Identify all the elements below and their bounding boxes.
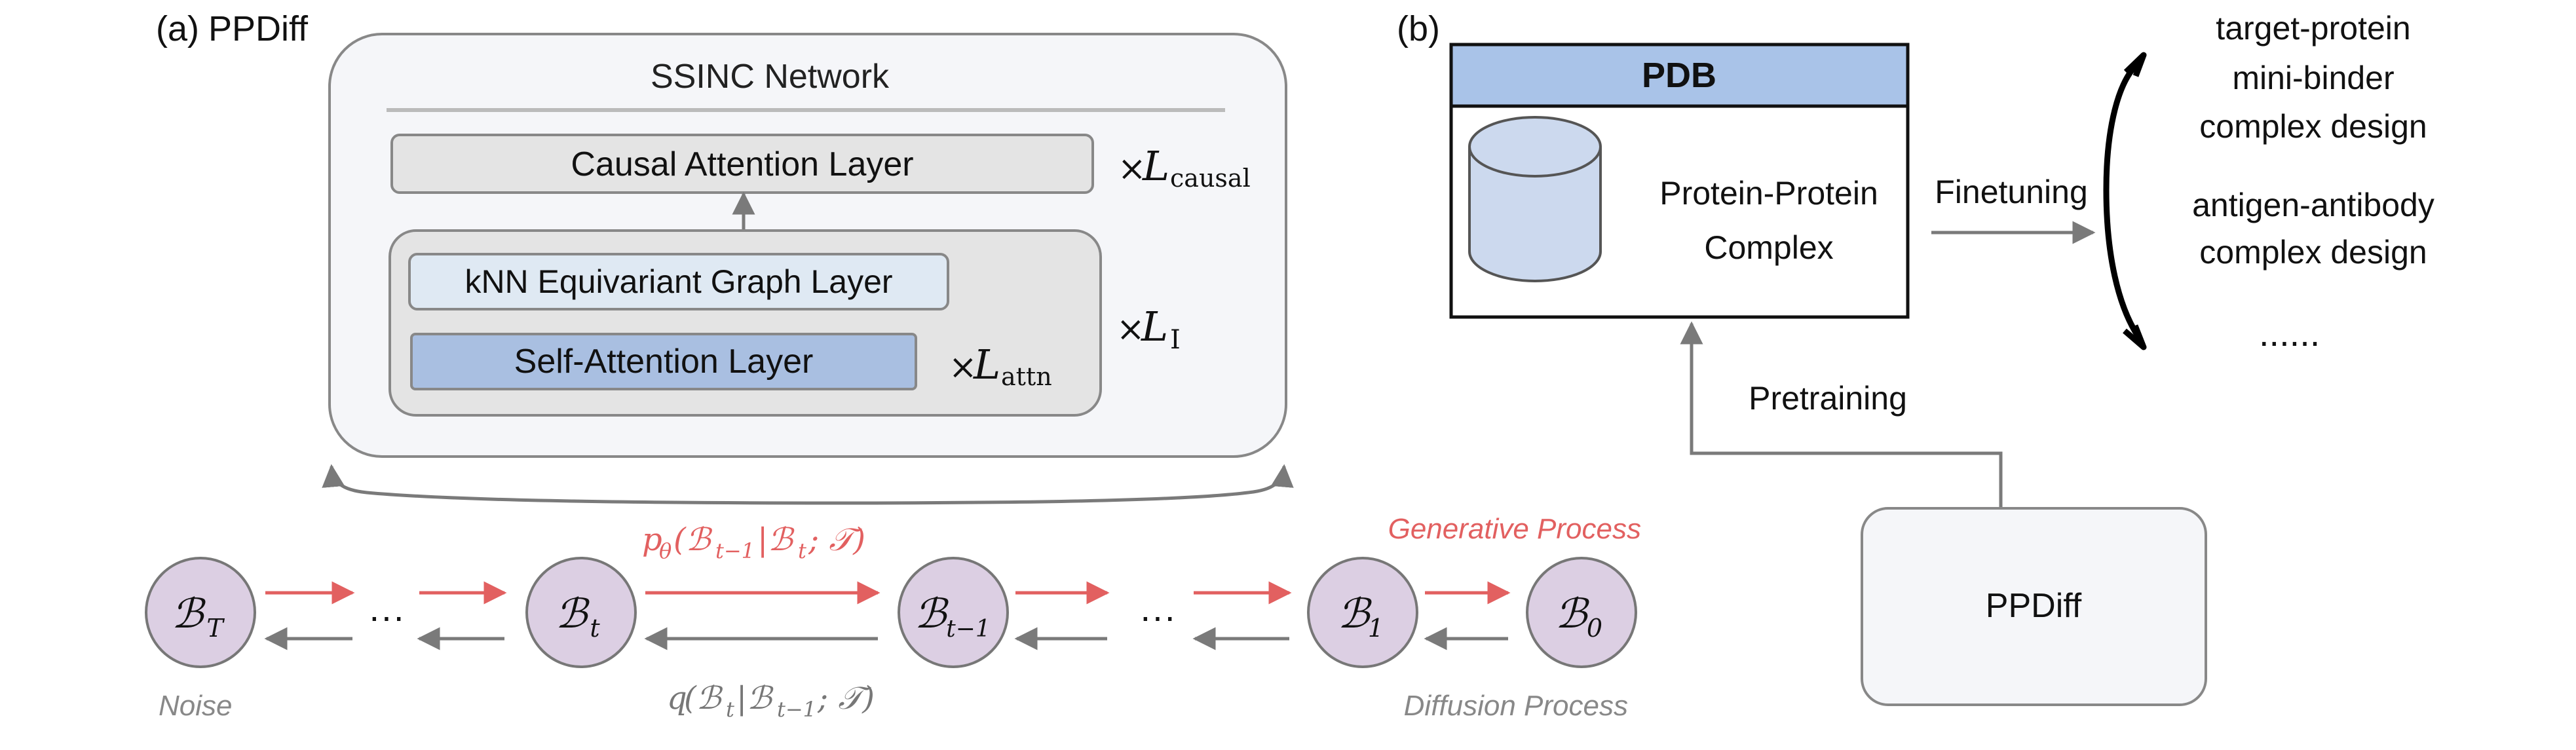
svg-text:(ℬ: (ℬ xyxy=(684,680,723,717)
pdb-title: PDB xyxy=(1642,56,1716,95)
svg-text:; 𝒯): ; 𝒯) xyxy=(808,521,865,558)
svg-text:θ: θ xyxy=(659,538,672,563)
causal-attention-label: Causal Attention Layer xyxy=(571,145,913,183)
ssinc-network-title: SSINC Network xyxy=(651,58,890,96)
chain-node-b1: ℬ 1 xyxy=(1307,557,1418,668)
generative-process-label: Generative Process xyxy=(1388,513,1641,545)
attn-multiplier: × L attn xyxy=(949,341,1052,391)
svg-text:1: 1 xyxy=(1368,614,1384,643)
chain-node-bt-minus-1: ℬ t−1 xyxy=(898,557,1009,668)
noise-label: Noise xyxy=(159,690,233,722)
svg-text:L: L xyxy=(1142,142,1169,190)
svg-text:t: t xyxy=(798,538,806,563)
complex-label-line1: Protein-Protein xyxy=(1659,175,1878,212)
chain-node-bT: ℬ T xyxy=(145,557,256,668)
output-3-ellipsis: ...... xyxy=(2259,312,2320,354)
complex-label-line2: Complex xyxy=(1704,229,1833,266)
svg-text:t: t xyxy=(726,697,734,722)
svg-text:|ℬ: |ℬ xyxy=(736,680,774,717)
svg-text:ℬ: ℬ xyxy=(1555,590,1590,637)
output-2-line1: antigen-antibody xyxy=(2192,187,2434,223)
ppdiff-box xyxy=(1861,507,2207,706)
output-2-line2: complex design xyxy=(2199,234,2427,271)
svg-text:q: q xyxy=(667,680,687,717)
svg-text:ℬ: ℬ xyxy=(556,590,590,637)
diffusion-formula: q (ℬ t |ℬ t−1 ; 𝒯) xyxy=(667,680,875,722)
chain-ellipsis-left: ··· xyxy=(368,595,405,637)
panel-a-label: (a) xyxy=(156,9,199,48)
output-1-line1: target-protein xyxy=(2216,10,2410,47)
panel-b: (b) PDB Protein-Protein Complex Finetuni… xyxy=(1397,9,2434,706)
output-1-line3: complex design xyxy=(2199,108,2427,145)
pretraining-label: Pretraining xyxy=(1749,380,1907,417)
svg-text:T: T xyxy=(206,614,225,643)
pretraining-arrow xyxy=(1680,321,2003,508)
diffusion-process-label: Diffusion Process xyxy=(1404,690,1628,722)
chain-ellipsis-right: ··· xyxy=(1139,595,1176,637)
generative-formula: p θ (ℬ t−1 |ℬ t ; 𝒯) xyxy=(642,521,865,563)
causal-multiplier: × L causal xyxy=(1118,142,1251,193)
pdb-header xyxy=(1449,43,1910,108)
svg-text:ℬ: ℬ xyxy=(1338,590,1373,637)
output-arrowhead-top xyxy=(2123,52,2147,77)
svg-text:I: I xyxy=(1170,325,1181,355)
chain-node-b0: ℬ 0 xyxy=(1526,557,1637,668)
svg-text:t−1: t−1 xyxy=(946,616,991,643)
svg-text:|ℬ: |ℬ xyxy=(757,521,795,558)
self-attention-layer xyxy=(410,333,917,390)
knn-graph-label: kNN Equivariant Graph Layer xyxy=(464,263,892,300)
output-bracket xyxy=(2103,58,2144,343)
loop-arrow-left xyxy=(322,464,833,505)
svg-text:(ℬ: (ℬ xyxy=(673,521,713,558)
svg-text:attn: attn xyxy=(1001,362,1052,391)
finetuning-label: Finetuning xyxy=(1935,174,2088,210)
svg-text:t−1: t−1 xyxy=(777,697,816,722)
output-arrowhead-bottom xyxy=(2123,324,2147,350)
svg-text:causal: causal xyxy=(1170,164,1251,193)
loop-arrow-right xyxy=(831,464,1294,505)
knn-graph-layer xyxy=(408,253,949,310)
panel-b-label: (b) xyxy=(1397,9,1440,48)
interaction-multiplier: × L I xyxy=(1116,303,1181,355)
output-1-line2: mini-binder xyxy=(2232,60,2394,96)
svg-text:×: × xyxy=(1116,310,1145,349)
svg-text:ℬ: ℬ xyxy=(915,590,949,637)
ppdiff-box-label: PPDiff xyxy=(1986,587,2082,625)
svg-text:0: 0 xyxy=(1587,614,1602,643)
svg-text:; 𝒯): ; 𝒯) xyxy=(817,680,875,717)
svg-text:t: t xyxy=(590,614,600,643)
svg-text:p: p xyxy=(642,521,662,558)
svg-text:×: × xyxy=(1118,149,1146,189)
svg-text:×: × xyxy=(949,348,977,387)
panel-a: (a) PPDiff SSINC Network Causal Attentio… xyxy=(145,9,1641,722)
svg-text:L: L xyxy=(973,341,1000,388)
svg-text:L: L xyxy=(1141,303,1168,350)
chain-node-bt: ℬ t xyxy=(525,557,637,668)
panel-a-title: PPDiff xyxy=(208,9,309,48)
database-cylinder-icon xyxy=(1468,116,1602,282)
self-attention-label: Self-Attention Layer xyxy=(514,343,814,381)
svg-text:t−1: t−1 xyxy=(715,538,755,563)
svg-text:ℬ: ℬ xyxy=(172,590,206,637)
